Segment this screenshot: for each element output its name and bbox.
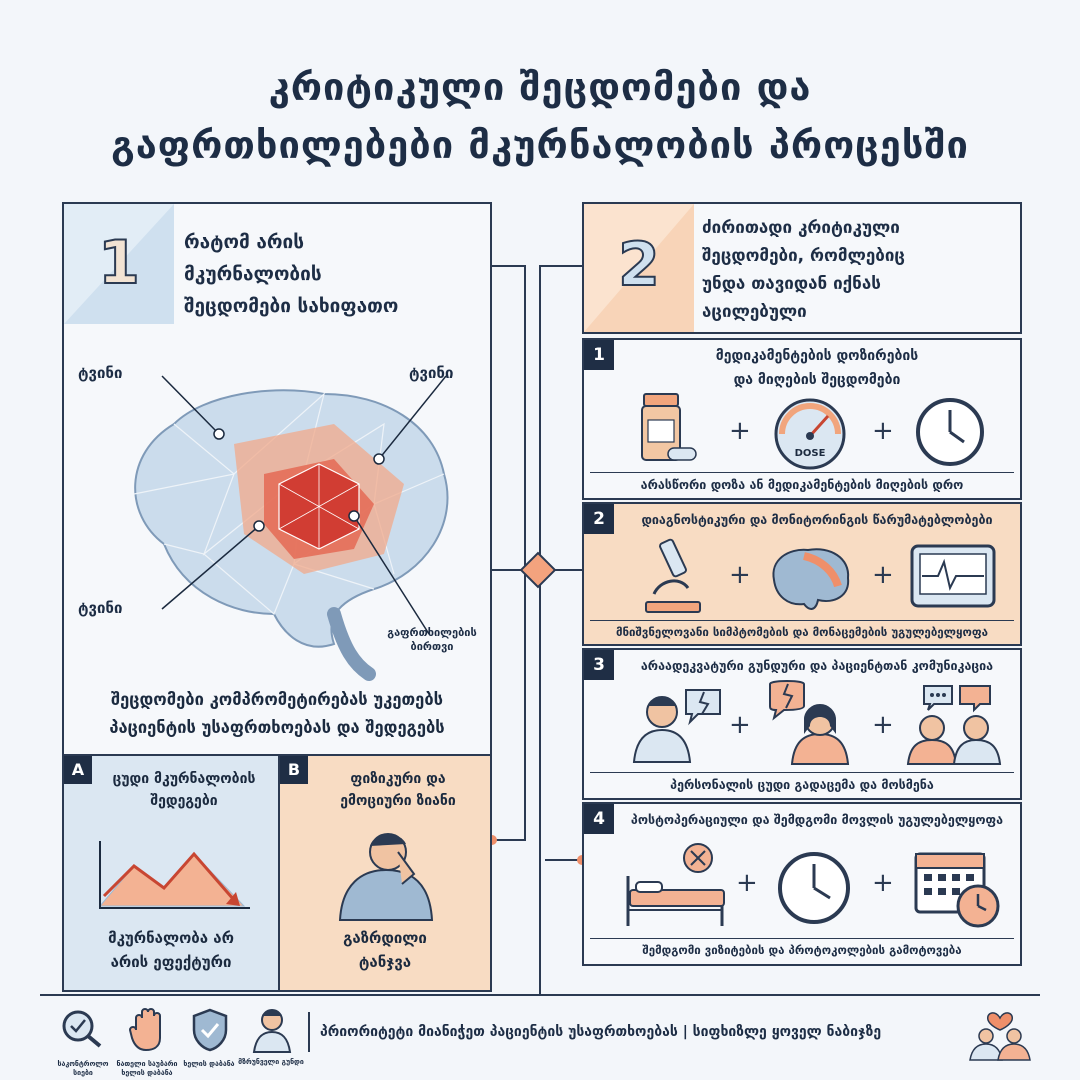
team-heart-icon (969, 1012, 1031, 1061)
sub-panel-a: A ცუდი მკურნალობის შედეგები მკურნალობა ა… (62, 754, 280, 992)
footer-icon-label-4: მზრუნველი გუნდი (238, 1058, 304, 1066)
section-3-title: არაადეკვატური გუნდური და პაციენტთან კომუ… (640, 658, 994, 673)
brain-illustration (133, 375, 449, 681)
section-4-title: პოსტოპერაციული და შემდგომი მოვლის უგულებ… (630, 812, 1004, 827)
section-2-badge: 2 (584, 504, 614, 534)
heart-monitor-icon (910, 544, 996, 608)
sub-panel-b: B ფიზიკური და ემოციური ზიანი გაზრდილი ტა… (278, 754, 492, 992)
section-communication: 3 არაადეკვატური გუნდური და პაციენტთან კო… (582, 648, 1022, 800)
plus-icon: + (872, 710, 894, 740)
left-summary: შეცდომები კომპრომეტირებას უკეთებს პაციენ… (109, 690, 445, 737)
right-number: 2 (617, 229, 661, 301)
section-4-caption: შემდგომი ვიზიტების და პროტოკოლების გამოტ… (590, 938, 1014, 957)
section-1-badge: 1 (584, 340, 614, 370)
footer-divider (308, 1012, 310, 1052)
microscope-icon (645, 538, 701, 613)
dose-gauge-text: DOSE (795, 448, 826, 459)
footer: საკონტროლო სიები ნათელი საუბარი ხელის და… (40, 1004, 1040, 1077)
section-3-caption: პერსონალის ცუდი გადაცემა და მოსმენა (590, 772, 1014, 792)
sub-b-title: ფიზიკური და ემოციური ზიანი (340, 771, 456, 809)
plus-icon: + (736, 868, 758, 898)
section-postop-neglect: 4 პოსტოპერაციული და შემდგომი მოვლის უგულ… (582, 802, 1022, 966)
right-header-panel: 2 ძირითადი კრიტიკული შეცდომები, რომლებიც… (582, 202, 1022, 334)
plus-icon: + (872, 416, 894, 446)
hospital-bed-icon (626, 843, 725, 926)
plus-icon: + (729, 710, 751, 740)
left-heading: რატომ არის მკურნალობის შეცდომები სახიფათ… (184, 231, 399, 317)
clock-icon (778, 852, 850, 924)
title-line-2: გაფრთხილებები მკურნალობის პროცესში (111, 123, 969, 167)
section-dosing-errors: 1 მედიკამენტების დოზირების და მიღების შე… (582, 338, 1022, 500)
dose-gauge-icon: DOSE (774, 398, 846, 470)
brain-label-top-right: ტვინი (409, 364, 454, 382)
plus-icon: + (872, 560, 894, 590)
calendar-alarm-icon (914, 852, 1000, 928)
brain-label-core: გაფრთხილების ბირთვი (387, 626, 477, 653)
footer-text: პრიორიტეტი მიანიჭეთ პაციენტის უსაფრთხოებ… (320, 1024, 882, 1040)
title-line-1: კრიტიკული შეცდომები და (268, 65, 812, 109)
doctor-speech-icon (632, 689, 721, 763)
section-diagnostic-failures: 2 დიაგნოსტიკური და მონიტორინგის წარუმატე… (582, 502, 1022, 646)
sub-b-caption: გაზრდილი ტანჯვა (343, 929, 427, 971)
footer-icon-label-1: საკონტროლო სიები (57, 1060, 109, 1077)
patient-speech-icon (769, 680, 850, 765)
sub-a-badge: A (64, 756, 92, 784)
magnifier-checklist-icon (62, 1010, 102, 1048)
sub-a-title: ცუდი მკურნალობის შედეგები (112, 771, 256, 809)
pill-bottle-icon (641, 393, 697, 461)
doctor-icon (252, 1009, 292, 1053)
declining-chart-icon (98, 841, 250, 909)
care-team-icon (906, 685, 1002, 765)
plus-icon: + (729, 416, 751, 446)
plus-icon: + (729, 560, 751, 590)
right-heading: ძირითადი კრიტიკული შეცდომები, რომლებიც უ… (702, 218, 905, 322)
section-1-title: მედიკამენტების დოზირების და მიღების შეცდ… (715, 348, 919, 388)
left-number: 1 (97, 227, 141, 299)
left-corner-shape (64, 204, 174, 324)
brain-label-bottom-left: ტვინი (78, 599, 123, 617)
section-2-caption: მნიშვნელოვანი სიმპტომების და მონაცემების… (590, 620, 1014, 639)
brain-icon (772, 548, 850, 610)
section-1-caption: არასწორი დოზა ან მედიკამენტების მიღების … (590, 472, 1014, 492)
footer-icon-label-3: ხელის დაბანა (183, 1060, 235, 1068)
stop-hand-icon (128, 1008, 161, 1052)
clock-icon (916, 398, 984, 466)
sub-b-badge: B (280, 756, 308, 784)
brain-label-top-left: ტვინი (78, 364, 123, 382)
sub-a-caption: მკურნალობა არ არის ეფექტური (108, 929, 234, 971)
left-panel: 1 რატომ არის მკურნალობის შეცდომები სახიფ… (62, 202, 492, 992)
shield-check-icon (192, 1008, 228, 1052)
section-2-title: დიაგნოსტიკური და მონიტორინგის წარუმატებლ… (641, 512, 993, 527)
footer-icon-label-2: ნათელი საუბარი ხელის დაბანა (116, 1060, 178, 1077)
section-4-badge: 4 (584, 804, 614, 834)
distressed-person-icon (338, 833, 434, 921)
section-3-badge: 3 (584, 650, 614, 680)
plus-icon: + (872, 868, 894, 898)
page-title: კრიტიკული შეცდომები და გაფრთხილებები მკუ… (0, 58, 1080, 174)
right-corner-shape (584, 204, 694, 332)
